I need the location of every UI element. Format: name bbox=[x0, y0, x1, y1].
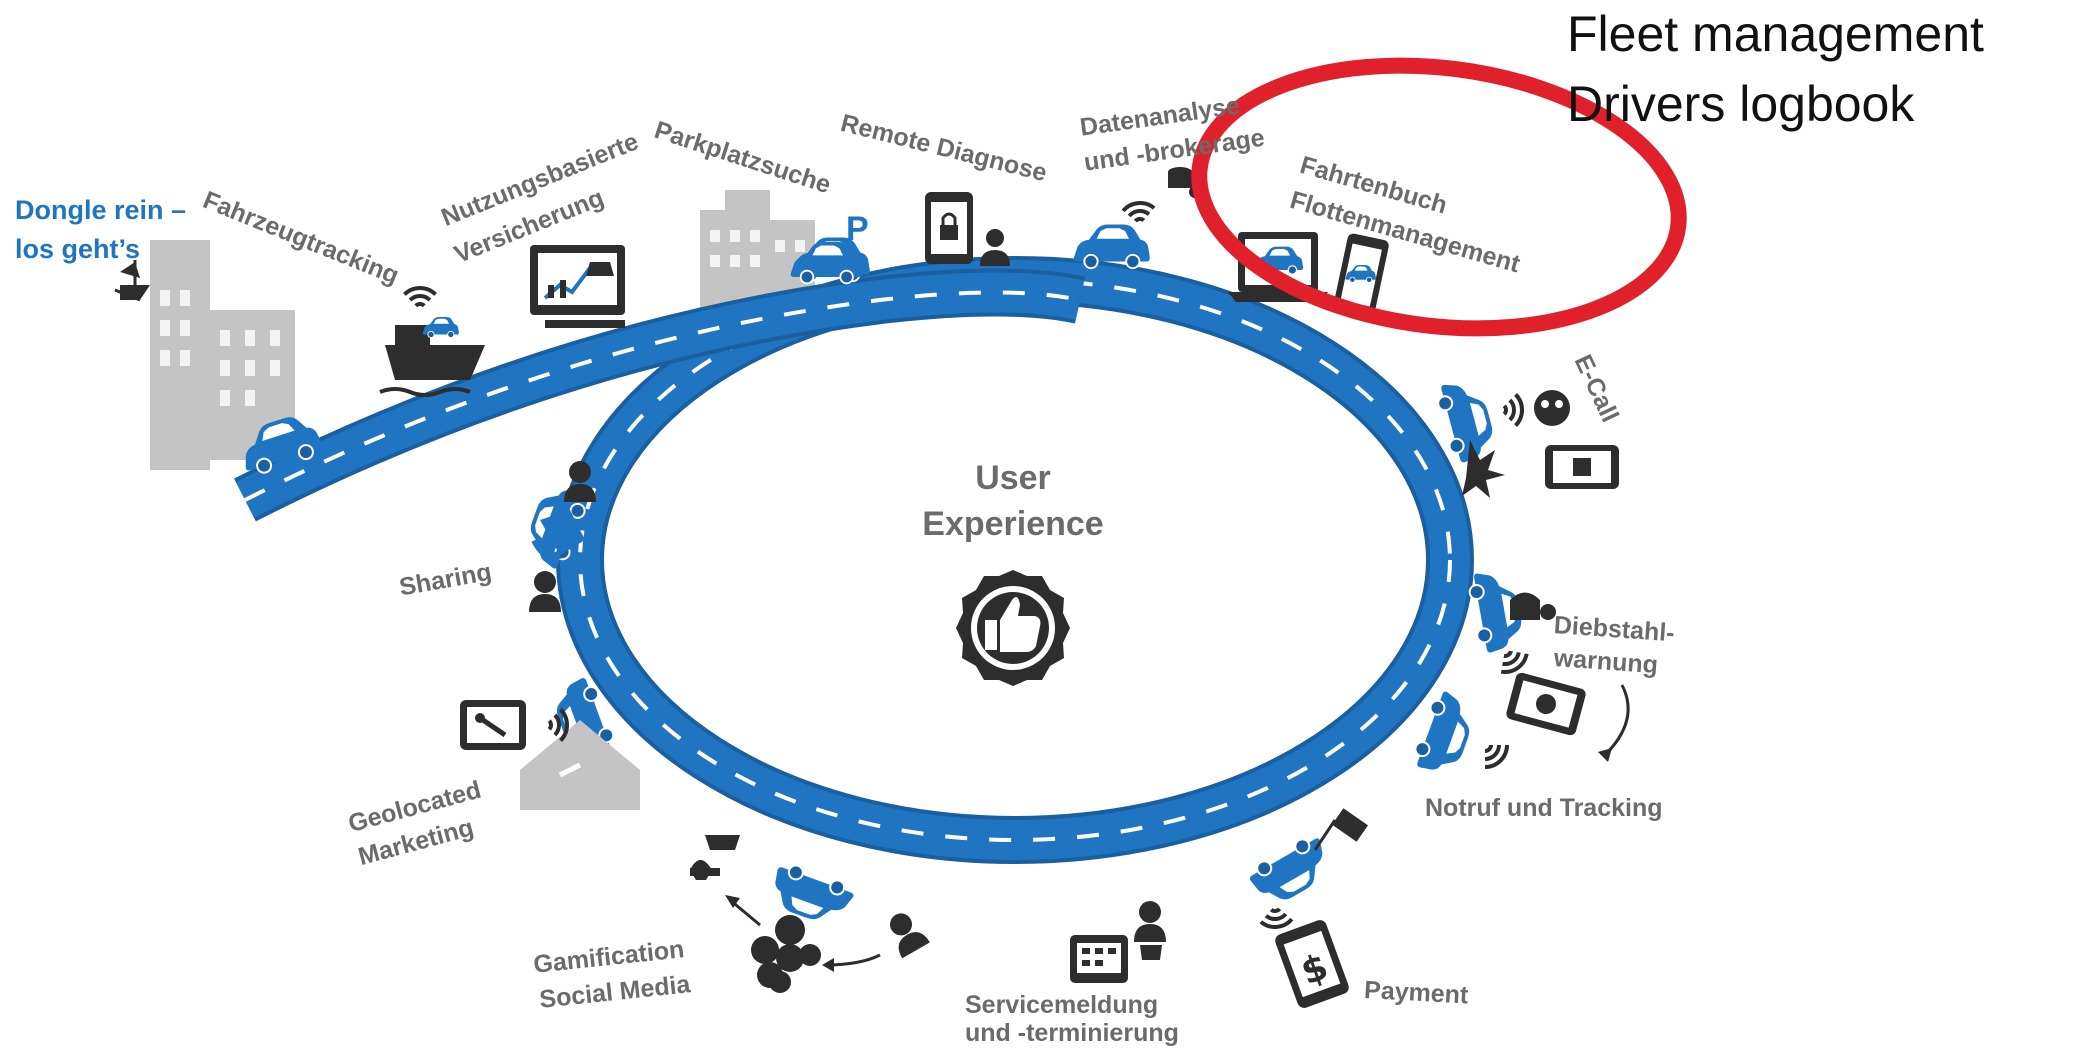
emergency-signal-icon bbox=[1483, 743, 1509, 769]
center-title-line1: User bbox=[975, 459, 1051, 497]
start-label-line1: Dongle rein – bbox=[15, 195, 187, 225]
center-title-line2: Experience bbox=[922, 505, 1104, 543]
annotation-drivers-logbook: Drivers logbook bbox=[1567, 76, 1915, 132]
parking-sign: P bbox=[846, 210, 869, 248]
ship-tracking-icon bbox=[379, 279, 485, 397]
insurance-monitor-icon bbox=[530, 245, 625, 328]
payment-icon: $ bbox=[1258, 808, 1369, 1008]
fleet-devices-icon bbox=[1228, 232, 1389, 319]
label-service-line2: und -terminierung bbox=[965, 1019, 1179, 1047]
city-skyline-icon bbox=[114, 240, 295, 470]
sharing-icon bbox=[529, 461, 596, 612]
ecall-icon bbox=[1462, 390, 1619, 498]
label-notruf: Notruf und Tracking bbox=[1425, 794, 1663, 822]
road-entry bbox=[234, 268, 1086, 522]
highlight-circle bbox=[1191, 57, 1687, 337]
gamification-icon bbox=[690, 835, 930, 993]
thumbs-up-badge-icon bbox=[956, 570, 1070, 686]
car-icon bbox=[1244, 830, 1339, 913]
geolocated-marketing-icon bbox=[460, 700, 640, 810]
label-payment: Payment bbox=[1363, 975, 1470, 1010]
car-icon bbox=[1072, 223, 1151, 270]
label-service-line1: Servicemeldung bbox=[965, 991, 1159, 1019]
service-appointment-icon bbox=[1070, 901, 1166, 983]
parking-icon: P bbox=[789, 210, 869, 285]
road-loop bbox=[556, 256, 1474, 864]
remote-diagnose-icon bbox=[925, 192, 1010, 266]
start-label-line2: los geht’s bbox=[15, 234, 141, 264]
annotation-fleet-management: Fleet management bbox=[1567, 6, 1984, 62]
theft-warning-icon bbox=[1499, 592, 1630, 762]
data-analysis-icon bbox=[1121, 167, 1201, 227]
